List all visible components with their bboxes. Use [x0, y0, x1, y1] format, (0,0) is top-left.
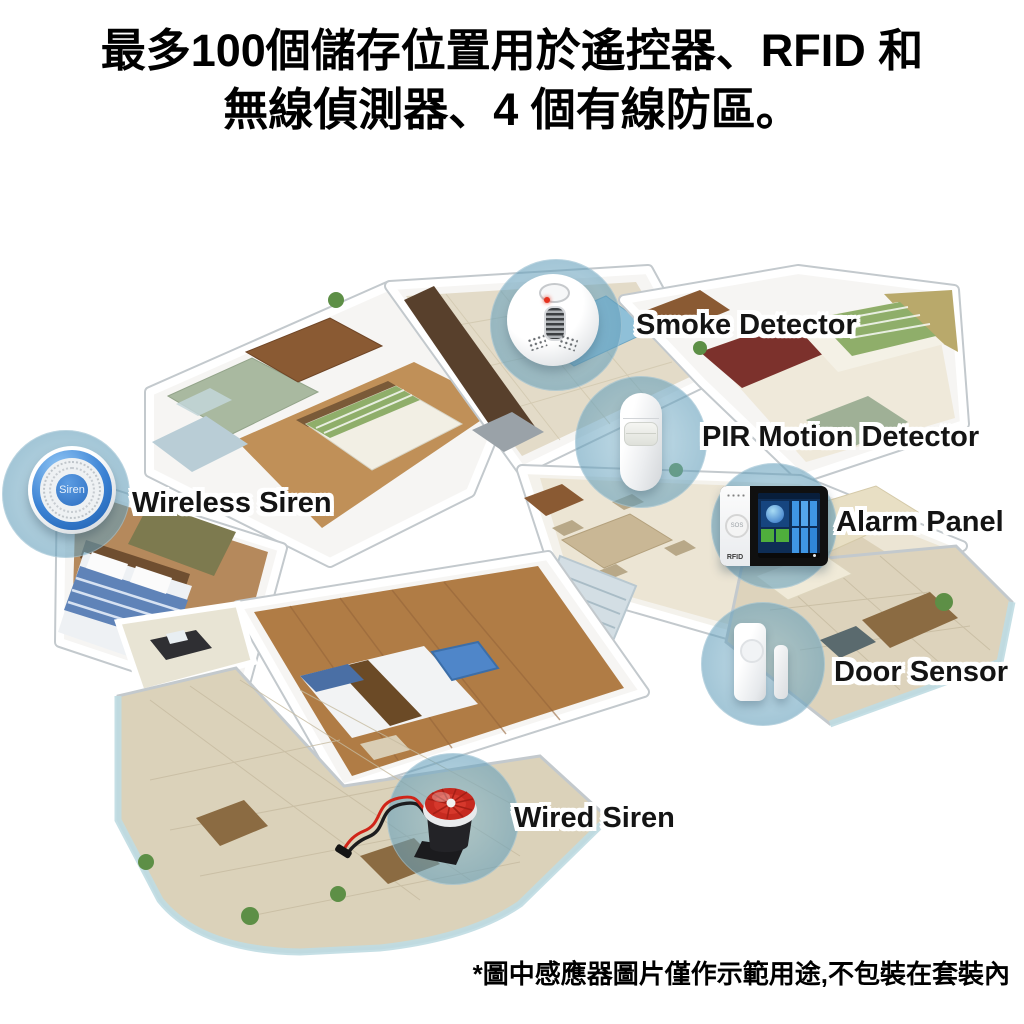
wing-master-bedroom — [113, 550, 650, 794]
alarm-panel-label: Alarm Panel — [836, 506, 1004, 538]
plant — [241, 907, 259, 925]
door-sensor-device — [734, 623, 788, 705]
bed-headboard — [296, 381, 400, 427]
bed2-cover — [816, 302, 936, 356]
alarm-panel-screen — [758, 493, 820, 558]
wired-siren-device — [335, 788, 477, 865]
siren-highlight — [432, 792, 450, 802]
headline: 最多100個儲存位置用於遙控器、RFID 和 無線偵測器、4 個有線防區。 — [0, 22, 1024, 139]
screen-app-tiles — [792, 501, 817, 553]
monitor — [166, 630, 188, 644]
smoke-detector-label: Smoke Detector — [636, 309, 857, 341]
wardrobe — [244, 317, 384, 383]
lounge-chair — [862, 592, 958, 648]
alarm-panel-device: SOS RFID — [720, 486, 828, 566]
wireless-siren-label: Wireless Siren — [132, 487, 332, 519]
shower-glass — [176, 388, 232, 416]
fridge — [472, 412, 544, 452]
pillow — [86, 552, 128, 580]
headline-line1: 最多100個儲存位置用於遙控器、RFID 和 — [100, 25, 924, 76]
smoke-detector-led — [544, 297, 550, 303]
door-sensor-label: Door Sensor — [834, 656, 1009, 688]
desk — [150, 630, 212, 660]
plant — [693, 341, 707, 355]
screen-tile-green — [775, 529, 789, 542]
pir-motion-detector-device — [620, 393, 662, 491]
bed-pillows — [306, 386, 420, 438]
smoke-detector-device — [507, 274, 599, 366]
plant — [138, 854, 154, 870]
pir-motion-detector-bubble — [575, 376, 707, 508]
headline-line2: 無線偵測器、4 個有線防區。 — [223, 83, 801, 135]
master-bed-pillow — [300, 664, 364, 692]
screen-status-bar — [758, 493, 820, 499]
alarm-panel-keypad: SOS RFID — [720, 486, 750, 566]
screen-tile — [809, 501, 817, 527]
pool — [430, 640, 500, 682]
glass-railing — [828, 601, 1016, 728]
glass-railing — [114, 696, 611, 956]
siren-center: Siren — [56, 474, 88, 506]
door-sensor-bubble — [701, 602, 825, 726]
siren-wire-red — [342, 795, 443, 851]
smoke-detector-bubble — [490, 259, 622, 391]
globe-icon — [766, 505, 784, 523]
rfid-label: RFID — [726, 554, 744, 561]
dining-table — [560, 513, 674, 569]
wired-siren-label: Wired Siren — [514, 802, 675, 834]
chair — [664, 540, 696, 556]
screen-tile — [800, 501, 809, 527]
alarm-panel-bezel — [750, 486, 828, 566]
lounge-chair — [196, 800, 268, 846]
door-sensor-transmitter — [734, 623, 766, 701]
wing-top-right — [618, 264, 970, 484]
side-table — [820, 626, 876, 658]
terrace — [114, 666, 611, 956]
smoke-detector-grille — [544, 306, 566, 341]
bed-mattress — [304, 385, 464, 471]
siren-disc-ridges — [427, 788, 474, 820]
wireless-siren-device: Siren — [28, 446, 116, 534]
plant — [328, 292, 344, 308]
screen-weather-widget — [761, 501, 789, 527]
siren-center-cap — [446, 798, 456, 808]
screen-tile — [792, 501, 800, 527]
pir-cap-line — [623, 418, 659, 419]
chair — [552, 520, 584, 536]
screen-nav-bar — [758, 553, 820, 558]
speaker-grille-icon — [726, 493, 745, 498]
sos-button: SOS — [725, 514, 749, 538]
screen-tile — [809, 527, 817, 553]
screen-tile — [800, 527, 809, 553]
siren-perforations — [43, 461, 101, 519]
screen-tile — [792, 527, 800, 553]
siren-wire-black — [345, 801, 445, 856]
door-sensor-button — [740, 639, 764, 663]
siren-perforations — [49, 467, 95, 513]
sideboard — [524, 484, 584, 516]
pir-lens — [624, 422, 658, 446]
bench — [360, 735, 410, 760]
dresser — [642, 290, 730, 334]
door-sensor-magnet — [774, 645, 788, 699]
screen-tile-green — [761, 529, 774, 542]
sos-label: SOS — [730, 523, 744, 529]
bathroom2-floor — [806, 396, 908, 450]
small-bathroom-floor — [152, 416, 248, 472]
plant — [330, 886, 346, 902]
kitchen-counter — [404, 286, 536, 446]
pir-motion-detector-label: PIR Motion Detector — [702, 421, 980, 453]
footnote-disclaimer: *圖中感應器圖片僅作示範用途,不包裝在套裝內 — [472, 959, 1010, 989]
alarm-panel-bubble: SOS RFID — [711, 463, 837, 589]
wing-top-left — [144, 280, 532, 568]
red-rug — [700, 322, 828, 388]
siren-label: Siren — [59, 484, 85, 496]
nav-dot — [813, 554, 816, 557]
wire-plug — [335, 844, 352, 859]
pillow — [130, 566, 172, 594]
pir-lens-line — [626, 433, 656, 434]
wireless-siren-bubble: Siren — [2, 430, 130, 558]
plant — [935, 593, 953, 611]
patterned-rug — [128, 502, 236, 576]
